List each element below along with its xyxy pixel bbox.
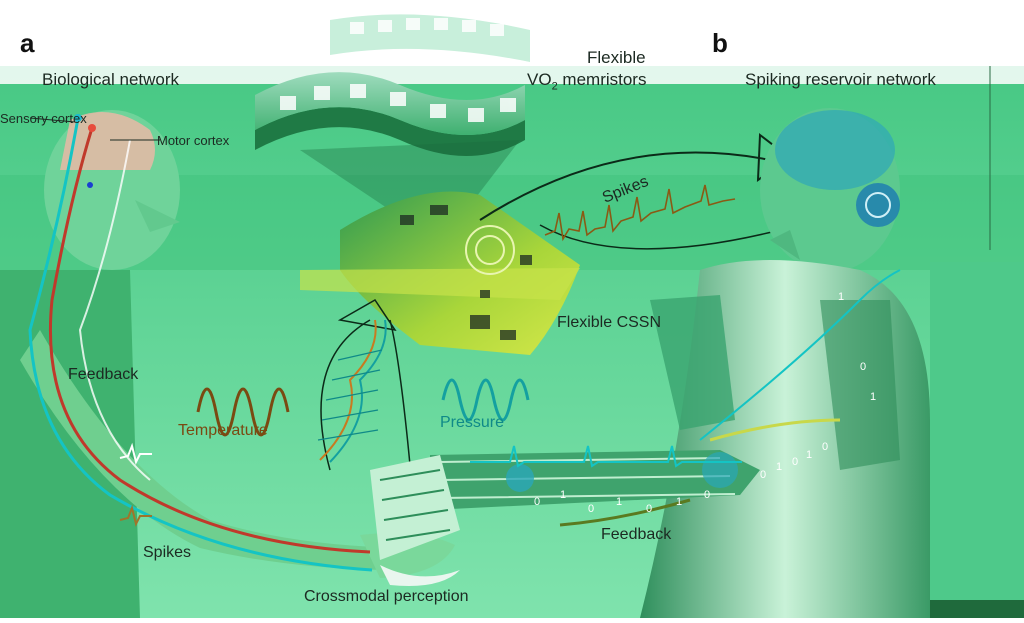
vo2-memristors-label: VO2 memristors [527, 70, 646, 92]
svg-text:0: 0 [534, 496, 540, 508]
robot-arm [430, 269, 901, 527]
temperature-wave [196, 387, 290, 437]
motor-cortex-label: Motor cortex [157, 133, 230, 148]
panel-b-letter: b [712, 28, 728, 58]
feedback-right-label: Feedback [601, 526, 672, 543]
crossmodal-arrow [317, 299, 411, 471]
nerve-paths [28, 114, 373, 572]
svg-text:0: 0 [792, 456, 798, 468]
flexible-cssn-board [300, 191, 580, 355]
robot-figure [640, 108, 930, 618]
spiking-reservoir-label: Spiking reservoir network [745, 70, 936, 89]
flexible-cssn-label: Flexible CSSN [557, 314, 662, 331]
right-partial-human [930, 262, 1024, 618]
svg-text:0: 0 [760, 469, 766, 481]
flexible-label: Flexible [587, 48, 646, 67]
svg-text:1: 1 [616, 496, 622, 508]
biological-network-label: Biological network [42, 70, 180, 89]
svg-text:0: 0 [704, 489, 710, 501]
svg-text:1: 1 [560, 489, 566, 501]
svg-text:1: 1 [838, 291, 844, 303]
feedback-left-label: Feedback [68, 366, 139, 383]
svg-text:0: 0 [822, 441, 828, 453]
svg-text:0: 0 [588, 503, 594, 515]
sensory-cortex-label: Sensory cortex [0, 111, 87, 126]
svg-text:1: 1 [870, 391, 876, 403]
svg-text:1: 1 [776, 461, 782, 473]
panel-a-letter: a [20, 28, 35, 58]
svg-text:0: 0 [860, 361, 866, 373]
vo2-subscript: 2 [551, 80, 558, 93]
pressure-label: Pressure [440, 414, 505, 431]
crossmodal-perception-label: Crossmodal perception [304, 588, 469, 605]
svg-text:1: 1 [676, 496, 682, 508]
pressure-wave [441, 378, 530, 422]
svg-text:1: 1 [806, 449, 812, 461]
spikes-left-label: Spikes [143, 544, 192, 561]
robot-hand [370, 455, 460, 586]
vo2-suffix: memristors [557, 70, 647, 89]
temperature-label: Temperature [178, 422, 268, 439]
svg-text:0: 0 [646, 503, 652, 515]
vo2-prefix: VO [527, 70, 552, 89]
